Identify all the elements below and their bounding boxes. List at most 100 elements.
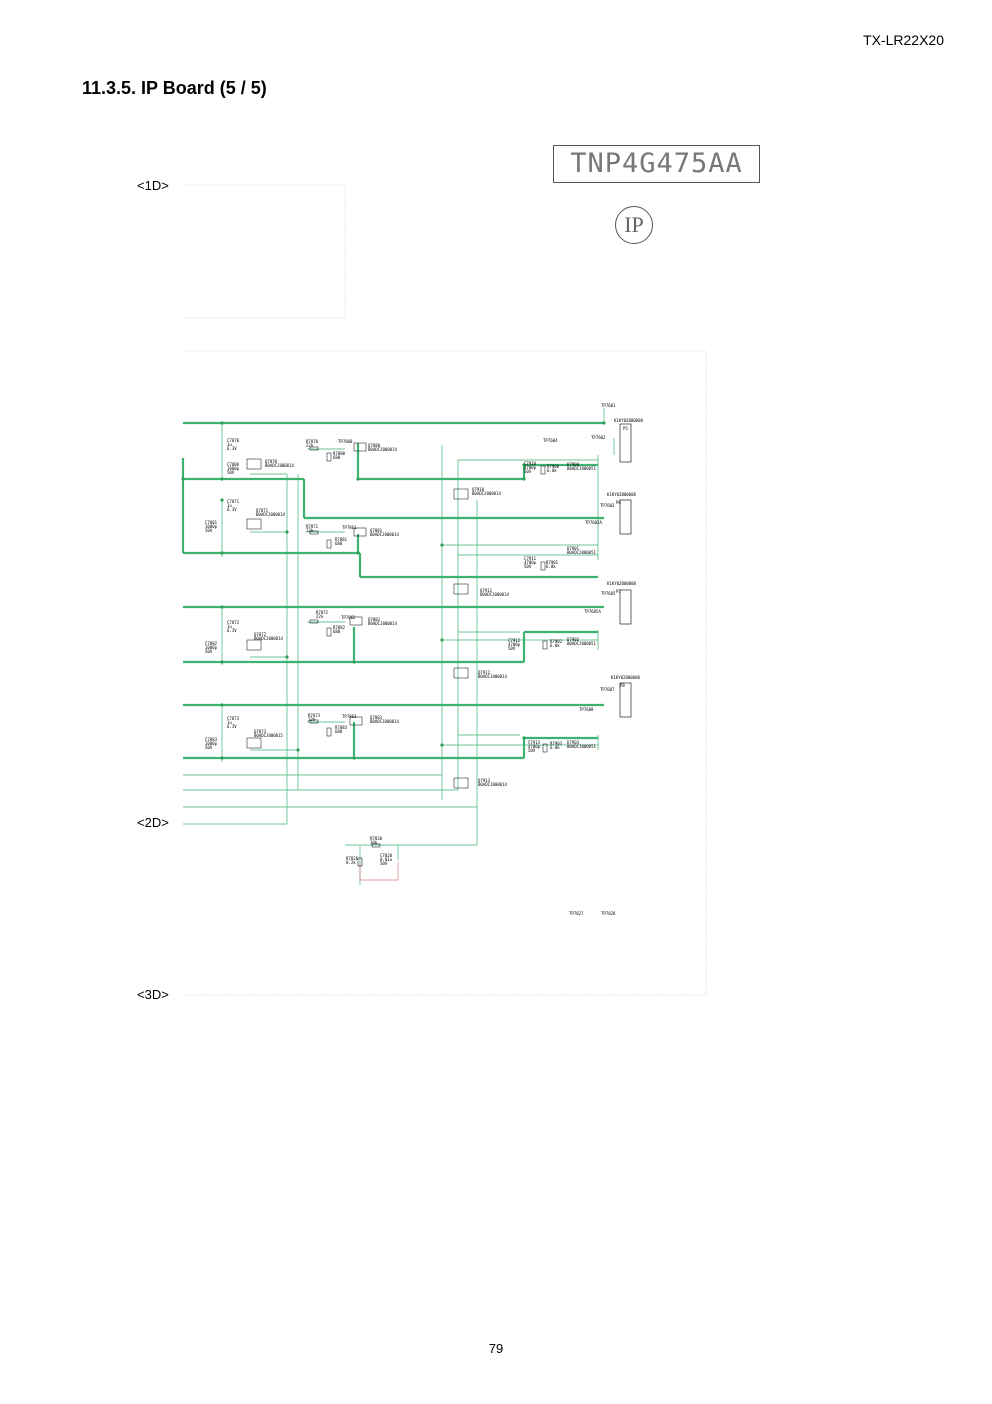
component-label: C7911 <box>524 556 537 561</box>
component-label: B0ADCJ000015 <box>254 733 283 738</box>
junction-node <box>440 743 444 747</box>
component-label: K1KY02B00008 <box>607 581 636 586</box>
component-label: 22k <box>308 717 316 722</box>
component-label: D7900 <box>567 462 580 467</box>
component-label: P6 <box>616 500 621 505</box>
component-label: C7881 <box>205 520 218 525</box>
transistor-q7910 <box>453 488 469 500</box>
component-label: P7 <box>616 589 621 594</box>
junction-node <box>356 477 360 481</box>
component-label: 4700p <box>524 465 537 470</box>
component-label: 1u <box>227 503 232 508</box>
junction-node <box>220 498 224 502</box>
component-label: C7873 <box>227 716 240 721</box>
component-label: C7871 <box>227 499 240 504</box>
component-label: Q7882 <box>368 617 381 622</box>
component-label: 1u <box>227 442 232 447</box>
component-label: R7900 <box>547 464 560 469</box>
resistor-r7881 <box>326 539 332 549</box>
component-label: C7883 <box>205 737 218 742</box>
page-number: 79 <box>488 1341 504 1356</box>
component-label: P8 <box>620 683 625 688</box>
component-label: 50V <box>508 646 516 651</box>
component-label: B0ADCJ000014 <box>472 491 501 496</box>
component-label: B0ADCJ000014 <box>265 463 294 468</box>
component-label: TP7828 <box>601 911 616 916</box>
junction-node <box>220 551 224 555</box>
junction-node <box>220 605 224 609</box>
component-label: B0ADCJ000014 <box>370 532 399 537</box>
component-label: R7870 <box>306 439 319 444</box>
component-label: TP7608 <box>579 707 594 712</box>
component-label: 50V <box>528 748 536 753</box>
transistor-q7911 <box>453 583 469 595</box>
component-label: 680 <box>335 541 343 546</box>
junction-node <box>602 421 606 425</box>
component-label: 50V <box>524 564 532 569</box>
transistor-q7883 <box>349 716 363 726</box>
component-label: 50V <box>524 469 532 474</box>
component-label: TP7861 <box>342 525 357 530</box>
junction-node <box>220 660 224 664</box>
component-label: 6.3V <box>227 507 237 512</box>
component-label: 1000p <box>205 524 218 529</box>
component-label: 680 <box>335 729 343 734</box>
component-label: C7882 <box>205 641 218 646</box>
component-label: TP7601 <box>601 403 616 408</box>
connector-p8 <box>619 682 632 718</box>
junction-node <box>522 736 526 740</box>
transistor-q7912 <box>453 667 469 679</box>
component-label: K1KY02B00008 <box>607 492 636 497</box>
junction-node <box>440 638 444 642</box>
junction-node <box>181 477 185 481</box>
connector-p7 <box>619 589 632 625</box>
component-label: R7883 <box>335 725 348 730</box>
component-label: TP7827 <box>569 911 584 916</box>
component-label: C7912 <box>508 638 521 643</box>
component-label: B0ADCJ000014 <box>478 782 507 787</box>
component-label: TP7602 <box>591 435 606 440</box>
component-label: 1000p <box>205 645 218 650</box>
component-label: Q7911 <box>480 588 493 593</box>
component-label: 6.8k <box>550 643 560 648</box>
component-label: B0ADCJ000051 <box>567 550 596 555</box>
component-label: R7880 <box>333 451 346 456</box>
component-label: R7873 <box>308 713 321 718</box>
component-label: C7870 <box>227 438 240 443</box>
junction-node <box>440 543 444 547</box>
component-label: R7820 <box>370 836 383 841</box>
component-label: B0ADCJ000051 <box>567 744 596 749</box>
component-label: 8.2k <box>346 860 356 865</box>
junction-node <box>220 703 224 707</box>
component-label: B0ADCJ000051 <box>567 641 596 646</box>
component-label: 680 <box>333 629 341 634</box>
component-label: D7903 <box>567 740 580 745</box>
junction-node <box>220 421 224 425</box>
junction-node <box>220 477 224 481</box>
resistor-r7871 <box>309 530 319 535</box>
component-label: 10k <box>370 840 378 845</box>
component-symbols <box>246 442 548 867</box>
component-label: 50V <box>205 649 213 654</box>
component-label: C7913 <box>528 740 541 745</box>
junction-node <box>356 551 360 555</box>
component-label: 6.8k <box>547 468 557 473</box>
component-label: TP7604 <box>543 438 558 443</box>
component-label: 50V <box>227 470 235 475</box>
component-label: TP7605A <box>584 609 601 614</box>
frame-1d <box>183 184 346 319</box>
component-label: D7901 <box>567 546 580 551</box>
component-label: TP7860 <box>338 439 353 444</box>
component-label: Q7871 <box>256 508 269 513</box>
component-label: R7901 <box>546 560 559 565</box>
connector-3d-label: <3D> <box>137 987 169 1002</box>
ip-board-mark: IP <box>615 206 653 244</box>
component-label: Q7910 <box>472 487 485 492</box>
component-label: 50V <box>380 861 388 866</box>
transistor-q7881 <box>353 527 367 537</box>
component-label: B0ADCJ000014 <box>478 674 507 679</box>
component-label: TP7862 <box>341 615 356 620</box>
resistor-r7872 <box>309 619 319 624</box>
component-label: P5 <box>623 426 628 431</box>
transistor-q7870 <box>246 458 262 470</box>
